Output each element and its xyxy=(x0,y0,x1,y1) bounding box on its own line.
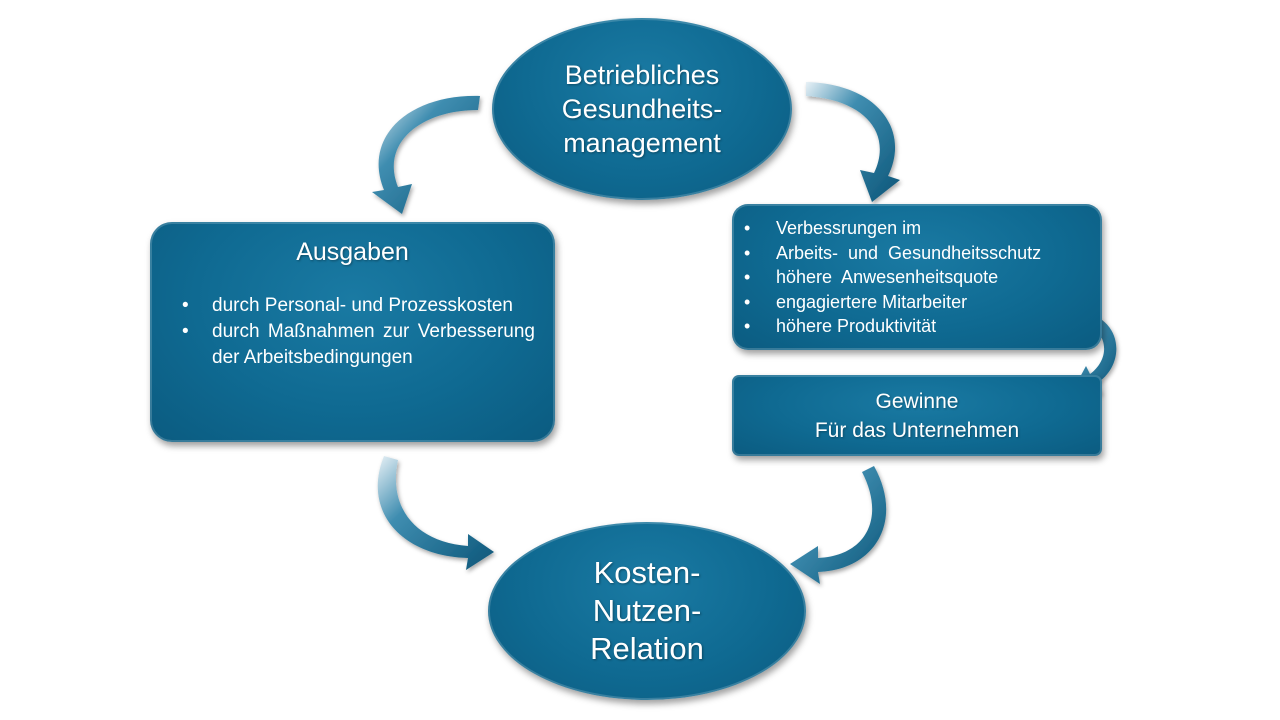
list-item-text: engagiertere Mitarbeiter xyxy=(776,291,968,312)
arrow-ausgaben-to-knr xyxy=(377,456,494,570)
arrow-bgm-to-ausgaben xyxy=(372,95,480,214)
node-ausgaben-title: Ausgaben xyxy=(296,238,409,266)
list-item: • durch Personal- und Prozesskosten xyxy=(182,293,535,319)
arrow-gewinne-to-knr xyxy=(790,466,887,584)
list-item-text: höhere Anwesenheitsquote xyxy=(776,267,999,287)
list-item-text: höhere Produktivität xyxy=(776,316,937,336)
arrow-bgm-to-verbesserungen xyxy=(806,82,900,202)
list-item: • höhere Produktivität xyxy=(744,314,1084,339)
bullet-glyph: • xyxy=(182,321,189,342)
list-item: • engagiertere Mitarbeiter xyxy=(744,290,1084,315)
list-item: • Verbessrungen im xyxy=(744,216,1084,241)
bullet-glyph: • xyxy=(182,295,189,316)
arrow-verbesserungen-to-gewinne xyxy=(1072,312,1117,394)
list-item: • höhere Anwesenheitsquote xyxy=(744,265,1084,290)
node-gewinne: Gewinne Für das Unternehmen xyxy=(732,375,1102,456)
node-bgm-label: Betriebliches Gesundheits- management xyxy=(561,59,723,158)
list-item: • Arbeits- und Gesundheitsschutz xyxy=(744,241,1084,266)
list-item-text: durch Personal- und Prozesskosten xyxy=(212,295,513,316)
verbesserungen-bullet-list: • Verbessrungen im • Arbeits- und Gesundhe… xyxy=(744,216,1084,339)
bullet-glyph: • xyxy=(744,267,751,287)
bullet-glyph: • xyxy=(744,291,751,312)
node-knr-label: Kosten- Nutzen- Relation xyxy=(590,555,704,666)
list-item: • durch Maßnahmen zur Verbesserung der Ar… xyxy=(182,319,535,371)
node-betriebliches-gesundheitsmanagement: Betriebliches Gesundheits- management xyxy=(492,18,792,200)
list-item-text: Verbessrungen im xyxy=(776,218,922,238)
node-kosten-nutzen-relation: Kosten- Nutzen- Relation xyxy=(488,522,806,700)
node-gewinne-label: Gewinne Für das Unternehmen xyxy=(814,389,1020,442)
ausgaben-bullet-list: • durch Personal- und Prozesskosten • durc… xyxy=(182,293,535,371)
bullet-glyph: • xyxy=(744,242,751,263)
list-item-text: durch Maßnahmen zur Verbesserung der Arb… xyxy=(212,321,535,368)
bullet-glyph: • xyxy=(744,316,751,336)
node-verbesserungen: • Verbessrungen im • Arbeits- und Gesundhe… xyxy=(732,204,1102,350)
node-ausgaben: Ausgaben • durch Personal- und Prozesskos… xyxy=(150,222,555,442)
bullet-glyph: • xyxy=(744,218,751,238)
list-item-text: Arbeits- und Gesundheitsschutz xyxy=(776,242,1042,263)
